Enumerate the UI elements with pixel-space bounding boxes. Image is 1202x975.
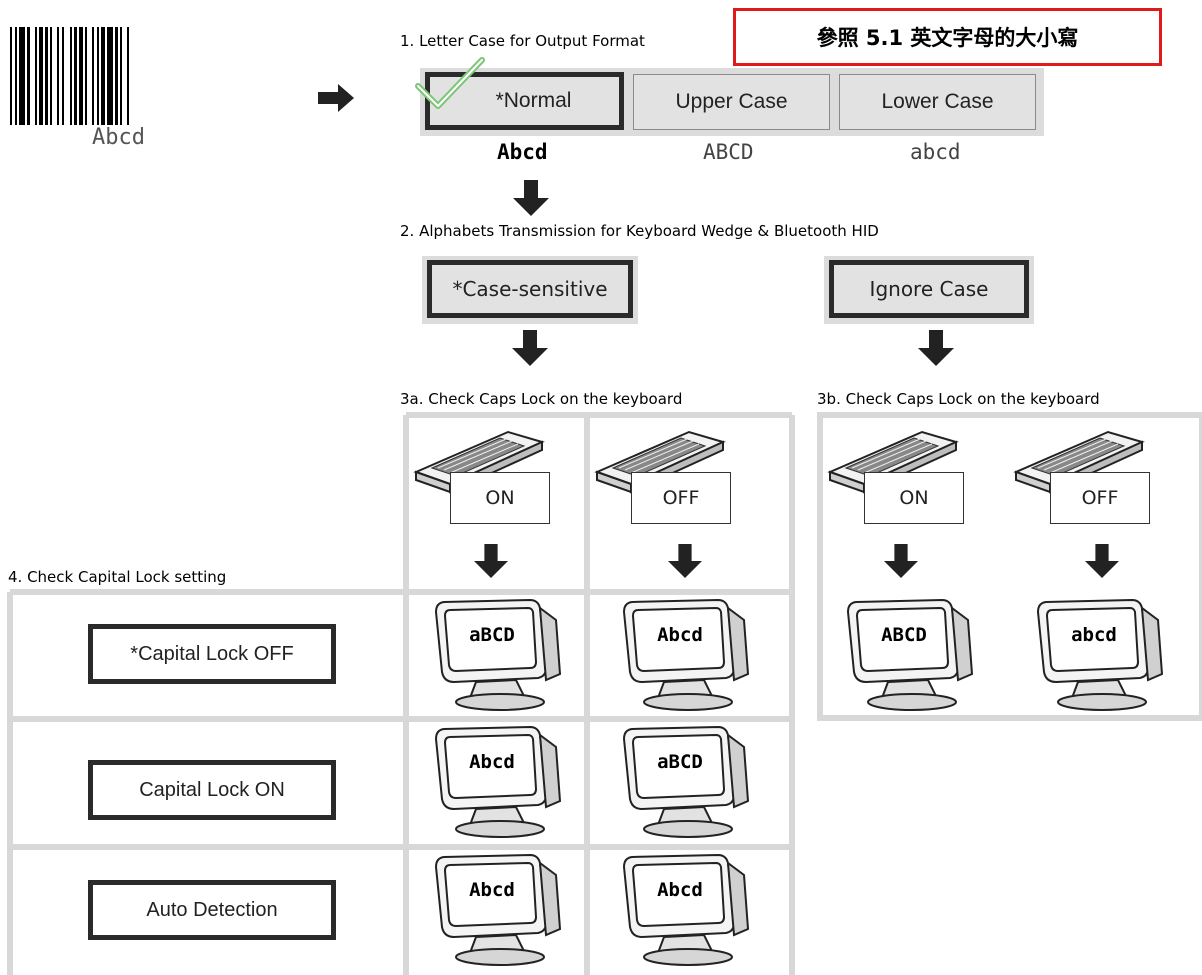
monitor-icon — [622, 598, 750, 711]
monitor-icon — [434, 725, 562, 838]
capital-lock-off-label: *Capital Lock OFF — [130, 642, 294, 665]
step1-title: 1. Letter Case for Output Format — [400, 32, 645, 50]
capital-lock-on[interactable]: Capital Lock ON — [88, 760, 336, 820]
caps-lock-state-label: ON — [899, 487, 929, 509]
monitor-icon — [622, 853, 750, 966]
barcode-caption: Abcd — [92, 125, 145, 150]
caps-lock-state-label: ON — [485, 487, 515, 509]
arrow-down-icon — [1085, 544, 1119, 578]
example-upper: ABCD — [703, 140, 754, 164]
monitor-output-text: ABCD — [881, 624, 927, 646]
monitor: ABCD — [846, 596, 976, 720]
monitor-icon — [622, 725, 750, 838]
monitor-output-text: Abcd — [469, 879, 515, 901]
caps-lock-state-box: ON — [864, 472, 964, 524]
monitor-output-text: Abcd — [469, 751, 515, 773]
arrow-down-icon — [512, 330, 548, 366]
barcode: Abcd — [10, 27, 246, 150]
monitor-output-text: aBCD — [657, 751, 703, 773]
monitor-icon — [1036, 598, 1164, 711]
option-upper-case-label: Upper Case — [675, 90, 788, 113]
barcode-bars — [10, 27, 129, 125]
monitor-icon — [434, 598, 562, 711]
monitor: Abcd — [622, 596, 752, 720]
arrow-down-icon — [513, 180, 549, 216]
option-case-sensitive[interactable]: *Case-sensitive — [427, 260, 633, 318]
monitor-output-text: aBCD — [469, 624, 515, 646]
auto-detection-label: Auto Detection — [146, 898, 278, 921]
option-case-sensitive-label: *Case-sensitive — [452, 277, 608, 301]
option-lower-case-label: Lower Case — [881, 90, 994, 113]
option-normal-label: *Normal — [495, 89, 572, 112]
arrow-down-icon — [918, 330, 954, 366]
caps-lock-state-box: OFF — [631, 472, 731, 524]
monitor-output-text: Abcd — [657, 624, 703, 646]
monitor-icon — [434, 853, 562, 966]
capital-lock-off[interactable]: *Capital Lock OFF — [88, 624, 336, 684]
monitor: abcd — [1036, 596, 1166, 720]
monitor: aBCD — [434, 596, 564, 720]
example-lower: abcd — [910, 140, 961, 164]
monitor: Abcd — [434, 723, 564, 847]
checkmark-icon — [415, 57, 485, 109]
step3b-title: 3b. Check Caps Lock on the keyboard — [817, 390, 1100, 408]
option-upper-case[interactable]: Upper Case — [633, 74, 830, 130]
keyboard-3a-on: ON — [412, 428, 552, 524]
caps-lock-state-box: OFF — [1050, 472, 1150, 524]
option-ignore-case-label: Ignore Case — [869, 277, 989, 301]
reference-note: 參照 5.1 英文字母的大小寫 — [733, 8, 1162, 66]
arrow-down-icon — [668, 544, 702, 578]
keyboard-3b-on: ON — [826, 428, 966, 524]
monitor-output-text: Abcd — [657, 879, 703, 901]
example-normal: Abcd — [497, 140, 548, 164]
monitor-icon — [846, 598, 974, 711]
monitor: Abcd — [622, 851, 752, 975]
step3a-title: 3a. Check Caps Lock on the keyboard — [400, 390, 683, 408]
caps-lock-state-box: ON — [450, 472, 550, 524]
step2-title: 2. Alphabets Transmission for Keyboard W… — [400, 222, 879, 240]
auto-detection[interactable]: Auto Detection — [88, 880, 336, 940]
option-lower-case[interactable]: Lower Case — [839, 74, 1036, 130]
arrow-right-icon — [318, 84, 354, 112]
reference-note-text: 參照 5.1 英文字母的大小寫 — [816, 26, 1079, 50]
caps-lock-state-label: OFF — [662, 487, 700, 509]
monitor: Abcd — [434, 851, 564, 975]
capital-lock-on-label: Capital Lock ON — [139, 778, 285, 801]
monitor-output-text: abcd — [1071, 624, 1117, 646]
keyboard-3a-off: OFF — [593, 428, 733, 524]
keyboard-icon — [594, 430, 726, 494]
option-ignore-case[interactable]: Ignore Case — [829, 260, 1029, 318]
monitor: aBCD — [622, 723, 752, 847]
step4-title: 4. Check Capital Lock setting — [8, 568, 227, 586]
arrow-down-icon — [474, 544, 508, 578]
keyboard-3b-off: OFF — [1012, 428, 1152, 524]
arrow-down-icon — [884, 544, 918, 578]
caps-lock-state-label: OFF — [1081, 487, 1119, 509]
